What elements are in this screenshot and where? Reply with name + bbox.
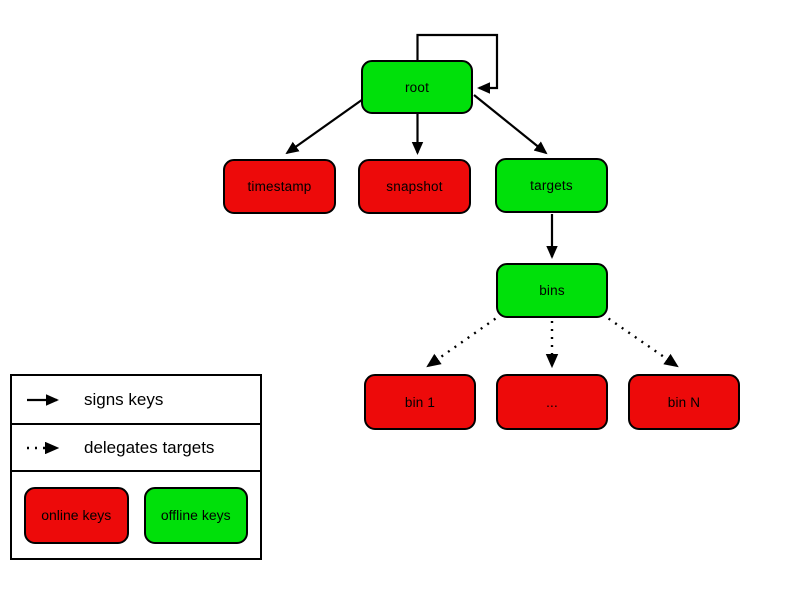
- node-bins: bins: [496, 263, 608, 318]
- legend-online-keys-box: online keys: [24, 486, 129, 544]
- legend-row-delegates: delegates targets: [12, 425, 260, 472]
- legend-row-signs: signs keys: [12, 376, 260, 425]
- legend-delegates-label: delegates targets: [84, 437, 215, 457]
- legend-offline-keys-box: offline keys: [143, 486, 248, 544]
- edge-bins-binN: [601, 313, 679, 368]
- node-root: root: [361, 60, 473, 114]
- edge-root-self-loop: [416, 33, 499, 94]
- node-bin-ellipsis: ...: [496, 374, 608, 430]
- solid-arrow-icon: [27, 393, 59, 406]
- node-targets: targets: [495, 158, 608, 213]
- edge-bins-bin1: [426, 313, 503, 368]
- node-snapshot: snapshot: [358, 159, 471, 214]
- edge-root-targets: [473, 94, 548, 155]
- dotted-arrow-icon: [27, 441, 60, 454]
- legend: signs keys delegates targets online keys…: [10, 374, 262, 560]
- node-timestamp: timestamp: [223, 159, 336, 214]
- node-bin-1: bin 1: [364, 374, 476, 430]
- edge-root-timestamp: [285, 96, 367, 155]
- node-bin-n: bin N: [628, 374, 740, 430]
- legend-signs-label: signs keys: [84, 389, 164, 409]
- legend-row-keys: online keys offline keys: [12, 472, 260, 558]
